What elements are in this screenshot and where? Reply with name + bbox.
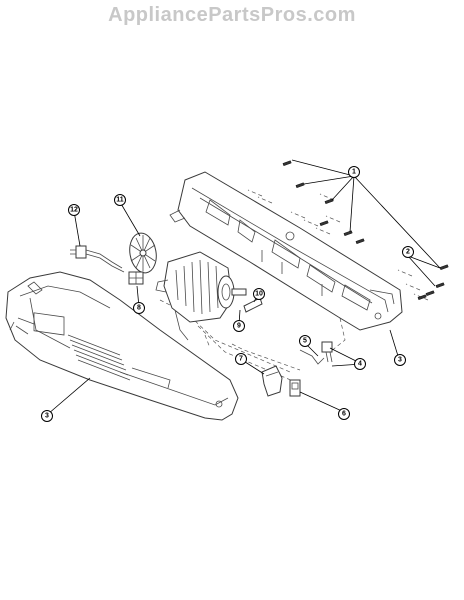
fan-impeller bbox=[129, 232, 157, 274]
site-watermark: AppliancePartsPros.com bbox=[108, 4, 356, 26]
svg-text:5: 5 bbox=[303, 338, 307, 345]
svg-text:2: 2 bbox=[406, 249, 410, 256]
brush-holder bbox=[128, 271, 144, 285]
svg-text:3: 3 bbox=[45, 413, 49, 420]
callout-11: 11 bbox=[114, 194, 126, 206]
svg-text:8: 8 bbox=[137, 305, 141, 312]
svg-text:6: 6 bbox=[342, 411, 346, 418]
callout-4: 4 bbox=[354, 358, 366, 370]
svg-text:1: 1 bbox=[352, 169, 356, 176]
callout-3-lower: 3 bbox=[41, 410, 53, 422]
wire-harness bbox=[299, 341, 333, 365]
svg-text:12: 12 bbox=[70, 207, 78, 214]
callout-9: 9 bbox=[233, 320, 245, 332]
motor bbox=[155, 251, 247, 341]
upper-housing bbox=[169, 171, 403, 331]
svg-text:7: 7 bbox=[239, 356, 243, 363]
svg-text:10: 10 bbox=[255, 291, 263, 298]
callout-3-upper: 3 bbox=[394, 354, 406, 366]
callout-7: 7 bbox=[235, 353, 247, 365]
callout-2: 2 bbox=[402, 246, 414, 258]
lower-housing bbox=[5, 271, 239, 421]
svg-text:9: 9 bbox=[237, 323, 241, 330]
callout-8: 8 bbox=[133, 302, 145, 314]
shaft bbox=[243, 297, 263, 313]
callout-6: 6 bbox=[338, 408, 350, 420]
rocker-switch bbox=[289, 379, 301, 397]
callout-10: 10 bbox=[253, 288, 265, 300]
svg-text:4: 4 bbox=[358, 361, 362, 368]
svg-text:11: 11 bbox=[116, 197, 124, 204]
callout-12: 12 bbox=[68, 204, 80, 216]
switch-bracket bbox=[261, 365, 283, 397]
wire-connector bbox=[70, 245, 125, 273]
svg-text:3: 3 bbox=[398, 357, 402, 364]
callout-5: 5 bbox=[299, 335, 311, 347]
callout-1: 1 bbox=[348, 166, 360, 178]
